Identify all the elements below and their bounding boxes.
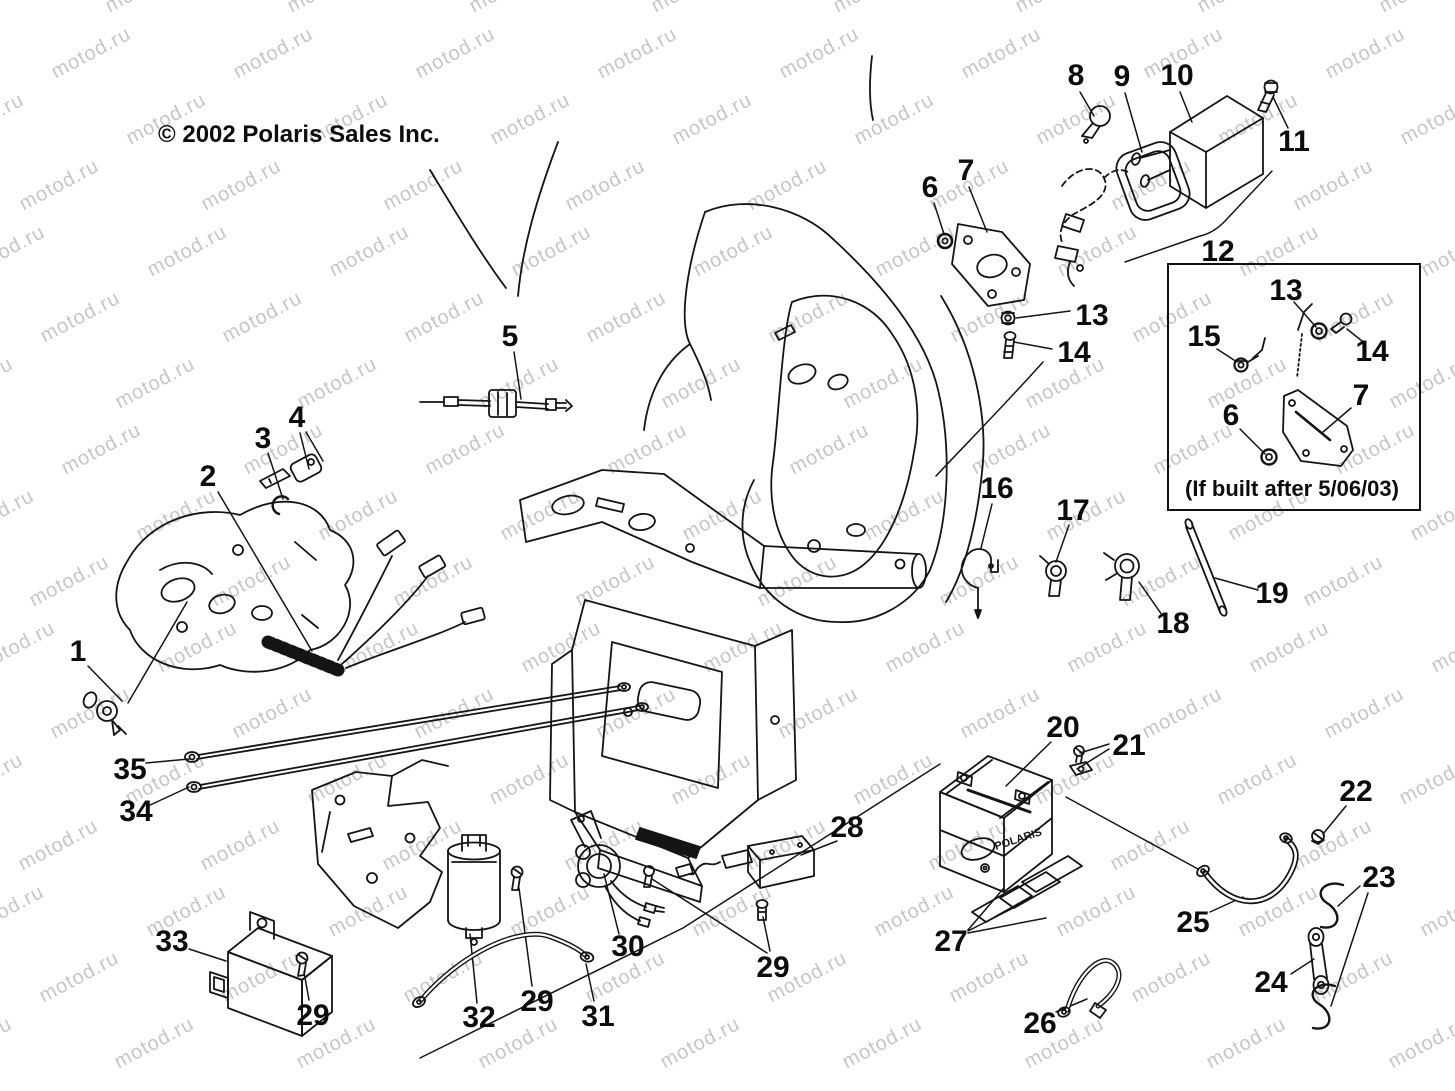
headlight-pod-and-harness (82, 389, 649, 793)
part-label-15-38: 15 (1187, 320, 1221, 353)
part-label-24-22: 24 (1254, 966, 1288, 999)
part-label-12-11: 12 (1201, 235, 1235, 268)
part-label-25-23: 25 (1176, 906, 1210, 939)
taillight-assembly (936, 79, 1279, 359)
part-label-23-21: 23 (1362, 861, 1396, 894)
part-label-20-18: 20 (1046, 711, 1080, 744)
inset-hardware (1233, 303, 1354, 467)
part-label-29-27: 29 (756, 951, 790, 984)
part-label-2-1: 2 (199, 460, 217, 493)
part-label-35-35: 35 (113, 753, 147, 786)
part-label-7-6: 7 (957, 154, 975, 187)
part-label-14-37: 14 (1355, 335, 1389, 368)
part-label-9-8: 9 (1113, 60, 1131, 93)
part-label-31-31: 31 (581, 1000, 615, 1033)
part-label-28-26: 28 (830, 811, 864, 844)
part-label-3-2: 3 (254, 422, 272, 455)
rear-fender-and-frame (429, 55, 985, 623)
part-label-6-39: 6 (1222, 399, 1240, 432)
part-label-19-17: 19 (1255, 577, 1289, 610)
part-label-8-7: 8 (1067, 59, 1085, 92)
part-label-34-34: 34 (119, 795, 153, 828)
part-label-29-29: 29 (296, 999, 330, 1032)
copyright-notice: © 2002 Polaris Sales Inc. (158, 121, 440, 148)
fastener-clamps-rod (960, 518, 1228, 619)
battery-cables-and-hooks (1057, 829, 1345, 1030)
part-label-11-10: 11 (1278, 125, 1310, 158)
part-label-29-28: 29 (520, 985, 554, 1018)
part-label-13-36: 13 (1269, 274, 1303, 307)
mounting-bolts (295, 865, 769, 977)
inset-box-border (1167, 263, 1421, 511)
part-label-18-16: 18 (1156, 607, 1190, 640)
part-label-21-19: 21 (1112, 729, 1146, 762)
part-label-27-25: 27 (934, 925, 968, 958)
part-label-1-0: 1 (69, 635, 87, 668)
frame-crossmember (519, 469, 927, 589)
part-label-22-20: 22 (1339, 775, 1373, 808)
part-label-6-5: 6 (921, 171, 939, 204)
part-label-16-14: 16 (980, 472, 1014, 505)
electrical-components (209, 759, 815, 1037)
part-label-26-24: 26 (1023, 1007, 1057, 1040)
part-label-30-30: 30 (611, 930, 645, 963)
battery-tray (549, 599, 797, 903)
part-label-14-13: 14 (1057, 336, 1091, 369)
leader-lines (87, 91, 1369, 1059)
part-label-33-33: 33 (155, 925, 189, 958)
part-label-10-9: 10 (1160, 59, 1194, 92)
inset-caption: (If built after 5/06/03) (1185, 476, 1399, 501)
part-label-32-32: 32 (462, 1001, 496, 1034)
part-label-17-15: 17 (1056, 494, 1090, 527)
part-label-7-40: 7 (1352, 379, 1370, 412)
part-label-13-12: 13 (1075, 299, 1109, 332)
part-label-4-3: 4 (288, 401, 306, 434)
part-label-5-4: 5 (501, 320, 519, 353)
